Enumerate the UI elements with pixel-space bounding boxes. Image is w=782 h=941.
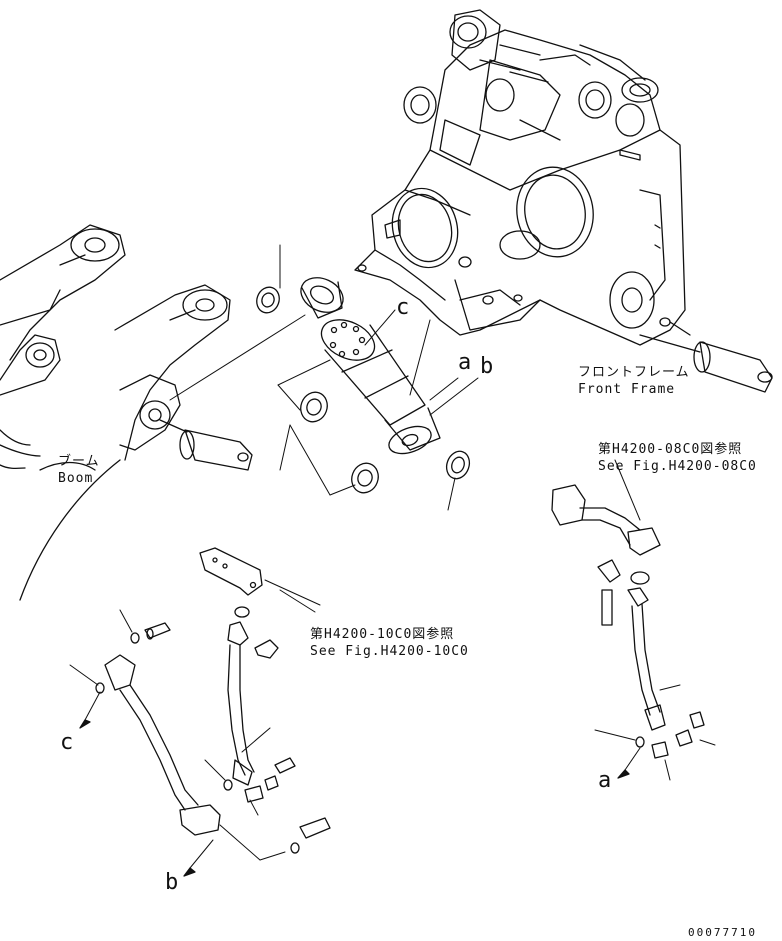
- arrow-c-left: [79, 719, 91, 729]
- callout-b-bottom: b: [165, 870, 179, 895]
- arrow-a-right: [617, 769, 630, 779]
- callout-a-right: a: [598, 768, 612, 793]
- ref-08c-en-label: See Fig.H4200-08C0: [598, 459, 757, 474]
- top-leader-lines: [169, 244, 479, 511]
- frame-pin-drawing: [639, 321, 773, 393]
- front-frame-en-label: Front Frame: [578, 382, 676, 397]
- boom-jp-label: ブーム: [58, 454, 100, 469]
- right-leader-lines: [279, 459, 716, 781]
- boom-drawing: [0, 224, 231, 601]
- right-hose-drawing: [551, 484, 705, 759]
- callout-b-top: b: [480, 354, 494, 379]
- left-leader-lines: [69, 609, 286, 869]
- arrow-b-bottom: [183, 867, 196, 877]
- callout-c-left: c: [60, 730, 74, 755]
- left-hose-drawing: [95, 622, 221, 836]
- front-frame-drawing: [354, 9, 686, 346]
- center-leader-lines: [204, 579, 321, 816]
- boom-en-label: Boom: [58, 471, 94, 486]
- spacer-drawing: [256, 286, 471, 494]
- callout-a-top: a: [458, 350, 472, 375]
- callout-c-top: c: [396, 295, 410, 320]
- ref-08c-jp-label: 第H4200-08C0図参照: [598, 442, 743, 457]
- ref-10c-jp-label: 第H4200-10C0図参照: [310, 627, 455, 642]
- cylinder-drawing: [300, 277, 441, 455]
- front-frame-jp-label: フロントフレーム: [578, 365, 690, 380]
- boom-pin-drawing: [159, 419, 253, 471]
- figure-number: 00077710: [688, 926, 757, 939]
- ref-10c-en-label: See Fig.H4200-10C0: [310, 644, 469, 659]
- center-hose-drawing: [199, 547, 331, 854]
